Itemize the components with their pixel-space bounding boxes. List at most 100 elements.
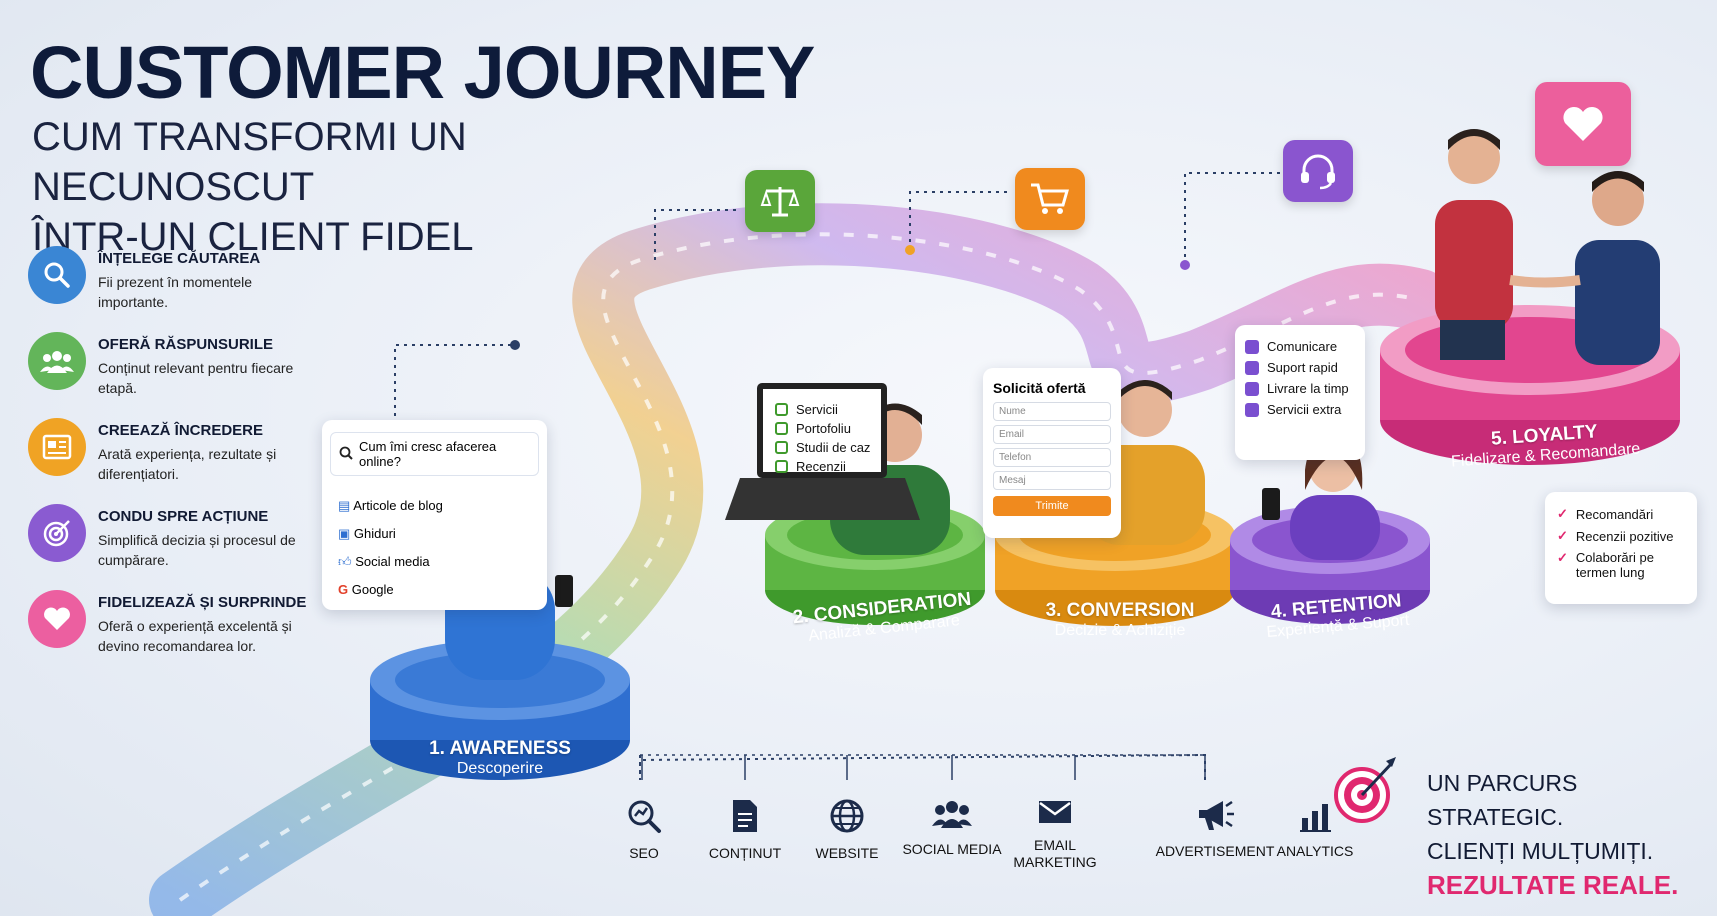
checklist-item: Portofoliu: [775, 419, 875, 438]
channel-content: CONȚINUT: [690, 798, 800, 862]
check-icon: ✓: [1557, 506, 1568, 521]
channel-website: WEBSITE: [792, 798, 902, 862]
stage-name: 3. CONVERSION: [1045, 600, 1195, 621]
message-field[interactable]: Mesaj: [993, 471, 1111, 490]
checklist-item: Studii de caz: [775, 438, 875, 457]
laptop: [725, 383, 920, 520]
tagline-line-1: UN PARCURS STRATEGIC.: [1427, 770, 1578, 830]
feature-desc: Simplifică decizia și procesul de cumpăr…: [98, 532, 296, 568]
checklist-item: Servicii extra: [1245, 402, 1355, 417]
check-icon: [1245, 339, 1259, 354]
list-item: ▣ Ghiduri: [338, 526, 396, 541]
channel-label: SEO: [629, 845, 659, 861]
list-item: 👍︎ Social media: [338, 554, 430, 569]
channel-label: CONȚINUT: [708, 845, 782, 861]
channel-connectors: [640, 754, 1206, 780]
check-icon: [775, 460, 788, 473]
google-icon: G: [338, 582, 352, 597]
feature-title: FIDELIZEAZĂ ȘI SURPRINDE: [98, 594, 307, 611]
portfolio-icon: [28, 418, 86, 476]
channel-label: SOCIAL MEDIA: [902, 841, 1002, 857]
form-title: Solicită ofertă: [993, 380, 1086, 396]
checklist-item: Suport rapid: [1245, 360, 1355, 375]
thumbs-up-icon: 👍︎: [338, 554, 356, 569]
checklist-item: ✓Colaborări pe termen lung: [1557, 550, 1654, 580]
feature-item: OFERĂ RĂSPUNSURILE Conținut relevant pen…: [28, 332, 328, 402]
loyalty-card: ✓Recomandări ✓Recenzii pozitive ✓Colabor…: [1545, 492, 1697, 604]
check-icon: [1245, 402, 1259, 417]
tagline-line-2: CLIENȚI MULȚUMIȚI.: [1427, 838, 1654, 864]
channel-seo: SEO: [589, 798, 699, 862]
quote-form-card: Solicită ofertă Nume Email Telefon Mesaj…: [983, 368, 1121, 538]
channel-label: EMAIL MARKETING: [1013, 837, 1097, 870]
people-icon: [932, 801, 972, 834]
check-icon: [775, 422, 788, 435]
checklist-item: Recenzii: [775, 457, 875, 476]
checklist-item: ✓Recomandări: [1557, 506, 1654, 522]
email-field[interactable]: Email: [993, 425, 1111, 444]
megaphone-icon: [1195, 800, 1235, 836]
globe-icon: [829, 799, 865, 838]
handshake: [1509, 275, 1581, 288]
check-icon: [1245, 381, 1259, 396]
search-bar: Cum îmi cresc afacerea online?: [330, 432, 539, 476]
stage-name: 1. AWARENESS: [429, 738, 571, 759]
check-icon: [775, 403, 788, 416]
connector-dot: [1180, 260, 1190, 270]
search-icon: [339, 446, 353, 463]
feature-item: CREEAZĂ ÎNCREDERE Arată experiența, rezu…: [28, 418, 328, 488]
checklist-item: Comunicare: [1245, 339, 1355, 354]
feature-item: CONDU SPRE ACȚIUNE Simplifică decizia și…: [28, 504, 328, 574]
check-icon: ✓: [1557, 528, 1568, 543]
list-item: ▤ Articole de blog: [338, 498, 443, 513]
checklist-item: Livrare la timp: [1245, 381, 1355, 396]
channel-advertisement: ADVERTISEMENT: [1145, 798, 1285, 860]
bullseye-icon: [1330, 755, 1402, 832]
feature-title: CONDU SPRE ACȚIUNE: [98, 508, 269, 525]
people-icon: [28, 332, 86, 390]
channel-label: WEBSITE: [815, 845, 879, 861]
name-field[interactable]: Nume: [993, 402, 1111, 421]
channel-label: ADVERTISEMENT: [1155, 843, 1275, 859]
connector-dot: [510, 340, 520, 350]
channel-email: EMAIL MARKETING: [980, 798, 1130, 871]
person-loyalty-right: [1575, 171, 1660, 365]
scale-icon: [745, 170, 815, 232]
phone-field[interactable]: Telefon: [993, 448, 1111, 467]
connector-dot: [905, 245, 915, 255]
seo-icon: [626, 800, 662, 838]
list-item: G Google: [338, 582, 394, 597]
search-icon: [28, 246, 86, 304]
laptop-checklist: Servicii Portofoliu Studii de caz Recenz…: [775, 400, 875, 476]
feature-desc: Oferă o experiență excelentă și devino r…: [98, 618, 292, 654]
page-subtitle: CUM TRANSFORMI UN NECUNOSCUT ÎNTR-UN CLI…: [32, 112, 732, 262]
heart-icon: [1535, 82, 1631, 166]
check-icon: [775, 441, 788, 454]
search-card: Cum îmi cresc afacerea online? ▤ Articol…: [322, 420, 547, 610]
stage-sub: Decizie & Achiziție: [1054, 622, 1186, 639]
road-footprints: [178, 232, 1421, 902]
feature-desc: Arată experiența, rezultate și diferenți…: [98, 446, 277, 482]
stage-awareness: 1. AWARENESS Descoperire: [400, 738, 600, 778]
check-icon: ✓: [1557, 550, 1568, 565]
check-icon: [1245, 360, 1259, 375]
feature-item: FIDELIZEAZĂ ȘI SURPRINDE Oferă o experie…: [28, 590, 328, 660]
cart-icon: [1015, 168, 1085, 230]
person-loyalty-left: [1435, 129, 1513, 360]
feature-desc: Conținut relevant pentru fiecare etapă.: [98, 360, 294, 396]
heart-icon: [28, 590, 86, 648]
channel-analytics: ANALYTICS: [1260, 798, 1370, 860]
retention-card: Comunicare Suport rapid Livrare la timp …: [1235, 325, 1365, 460]
article-icon: ▤: [338, 498, 354, 513]
stage-conversion: 3. CONVERSION Decizie & Achiziție: [1020, 600, 1220, 640]
feature-title: ÎNȚELEGE CĂUTAREA: [98, 250, 261, 267]
feature-item: ÎNȚELEGE CĂUTAREA Fii prezent în momente…: [28, 246, 328, 316]
tagline: UN PARCURS STRATEGIC. CLIENȚI MULȚUMIȚI.…: [1427, 766, 1717, 902]
tagline-line-3: REZULTATE REALE.: [1427, 870, 1679, 900]
stage-sub: Descoperire: [456, 760, 544, 777]
checklist-item: ✓Recenzii pozitive: [1557, 528, 1674, 544]
checklist-item: Servicii: [775, 400, 875, 419]
document-icon: [730, 800, 760, 838]
target-icon: [28, 504, 86, 562]
submit-button[interactable]: Trimite: [993, 496, 1111, 516]
